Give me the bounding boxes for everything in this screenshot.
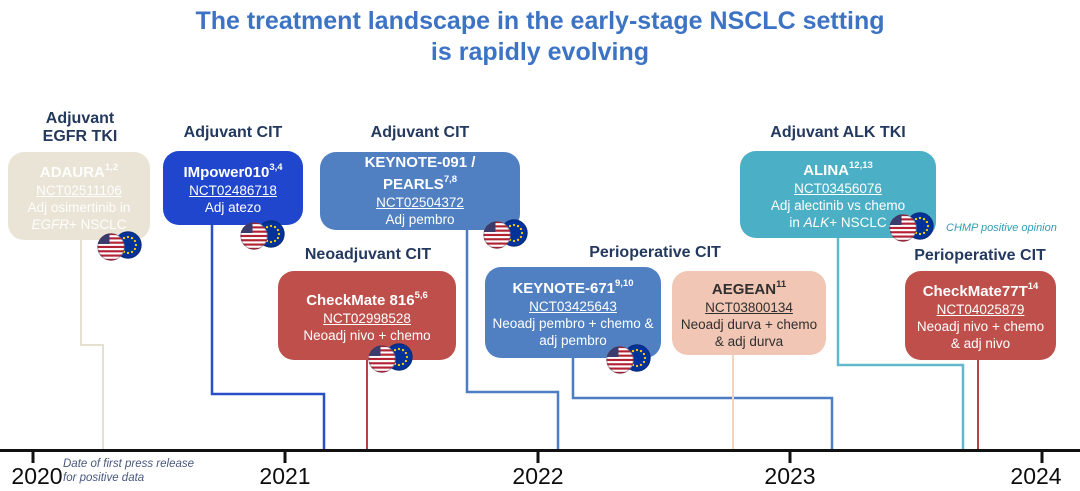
approval-flags-checkmate816 xyxy=(368,343,414,374)
axis-year-2022: 2022 xyxy=(512,463,564,489)
connector-impower010 xyxy=(210,224,326,449)
reference-superscript: 11 xyxy=(776,278,787,290)
axis-year-2020: 2020 xyxy=(11,463,63,489)
approval-flags-impower010 xyxy=(240,220,286,251)
reference-superscript: 5,6 xyxy=(414,289,428,301)
axis-year-2023: 2023 xyxy=(764,463,816,489)
trial-card-keynote671: KEYNOTE-6719,10 NCT03425643 Neoadj pembr… xyxy=(485,267,661,358)
nct-link[interactable]: NCT02504372 xyxy=(376,195,464,210)
trial-name: IMpower0103,4 xyxy=(183,162,283,181)
timeline-ticks xyxy=(31,450,1044,463)
us-flag-icon xyxy=(889,214,917,247)
slide-title-line1: The treatment landscape in the early-sta… xyxy=(195,7,885,35)
trial-description: Neoadj nivo + chemo & adj nivo xyxy=(916,319,1045,351)
nct-link[interactable]: NCT03425643 xyxy=(529,299,617,314)
trial-description: Neoadj nivo + chemo xyxy=(303,327,431,343)
us-flag-icon xyxy=(368,345,396,378)
connector-alina xyxy=(836,237,965,449)
connector-keynote091 xyxy=(465,229,560,449)
approval-flags-adaura xyxy=(97,231,143,262)
reference-superscript: 14 xyxy=(1027,281,1039,292)
trial-card-checkmate77t: CheckMate77T14 NCT04025879 Neoadj nivo +… xyxy=(905,271,1056,360)
nct-link[interactable]: NCT02486718 xyxy=(189,183,277,198)
reference-superscript: 1,2 xyxy=(104,161,119,173)
category-adjuvant-egfr-tki: Adjuvant EGFR TKI xyxy=(42,110,118,145)
us-flag-icon xyxy=(97,233,125,266)
nct-link[interactable]: NCT04025879 xyxy=(936,302,1025,317)
approval-flags-keynote091 xyxy=(483,219,529,250)
category-adjuvant-cit-1: Adjuvant CIT xyxy=(183,124,283,141)
category-neoadjuvant-cit: Neoadjuvant CIT xyxy=(304,246,432,263)
reference-superscript: 3,4 xyxy=(269,162,283,173)
axis-year-2024: 2024 xyxy=(1010,463,1062,489)
trial-card-adaura: ADAURA1,2 NCT02511106 Adj osimertinib in… xyxy=(8,152,150,240)
connector-adaura xyxy=(80,240,104,449)
trial-card-impower010: IMpower0103,4 NCT02486718 Adj atezo xyxy=(163,151,303,225)
category-perioperative-cit-2: Perioperative CIT xyxy=(914,247,1046,264)
nct-link[interactable]: NCT03800134 xyxy=(705,299,793,315)
nct-link[interactable]: NCT03456076 xyxy=(794,181,882,196)
trial-card-alina: ALINA12,13 NCT03456076 Adj alectinib vs … xyxy=(740,151,936,238)
category-adjuvant-cit-2: Adjuvant CIT xyxy=(370,124,470,141)
approval-flags-keynote671 xyxy=(606,344,652,375)
trial-description: Neoadj durva + chemo & adj durva xyxy=(680,316,818,349)
trial-name: ADAURA1,2 xyxy=(39,161,119,181)
reference-superscript: 7,8 xyxy=(443,174,458,185)
press-release-footnote: Date of first press release for positive… xyxy=(63,458,195,484)
trial-name: CheckMate77T14 xyxy=(922,281,1039,300)
trial-name: KEYNOTE-6719,10 xyxy=(512,278,634,297)
trial-description: EGFR+ NSCLC xyxy=(31,216,127,232)
reference-superscript: 9,10 xyxy=(615,278,634,289)
trial-card-keynote091-pearls: KEYNOTE-091 / PEARLS7,8 NCT02504372 Adj … xyxy=(320,152,520,230)
reference-superscript: 12,13 xyxy=(849,160,873,171)
trial-description: in ALK+ NSCLC xyxy=(789,215,887,230)
nct-link[interactable]: NCT02511106 xyxy=(36,182,122,198)
approval-flags-alina xyxy=(889,212,935,243)
trial-name: CheckMate 8165,6 xyxy=(306,289,428,309)
trial-description: Adj pembro xyxy=(385,212,455,227)
trial-description: Adj atezo xyxy=(204,200,262,215)
trial-card-aegean: AEGEAN11 NCT03800134 Neoadj durva + chem… xyxy=(672,271,826,355)
slide-title: The treatment landscape in the early-sta… xyxy=(0,6,1080,68)
category-adjuvant-alk-tki: Adjuvant ALK TKI xyxy=(770,124,906,141)
us-flag-icon xyxy=(240,222,268,255)
trial-name: ALINA12,13 xyxy=(803,160,873,179)
trial-card-checkmate816: CheckMate 8165,6 NCT02998528 Neoadj nivo… xyxy=(278,271,456,360)
category-perioperative-cit-1: Perioperative CIT xyxy=(589,244,721,261)
slide-title-line2: is rapidly evolving xyxy=(430,38,650,66)
trial-name: KEYNOTE-091 / PEARLS7,8 xyxy=(364,154,476,193)
trial-name: AEGEAN11 xyxy=(711,278,787,298)
trial-description: Adj osimertinib in xyxy=(27,199,131,215)
trial-description: Adj alectinib vs chemo xyxy=(770,198,906,213)
connector-keynote671 xyxy=(571,357,834,449)
us-flag-icon xyxy=(483,221,511,254)
axis-year-2021: 2021 xyxy=(259,463,311,489)
us-flag-icon xyxy=(606,346,634,379)
chmp-annotation: CHMP positive opinion xyxy=(946,222,1057,234)
nct-link[interactable]: NCT02998528 xyxy=(323,310,411,326)
trial-description: Neoadj pembro + chemo & adj pembro xyxy=(492,316,654,348)
